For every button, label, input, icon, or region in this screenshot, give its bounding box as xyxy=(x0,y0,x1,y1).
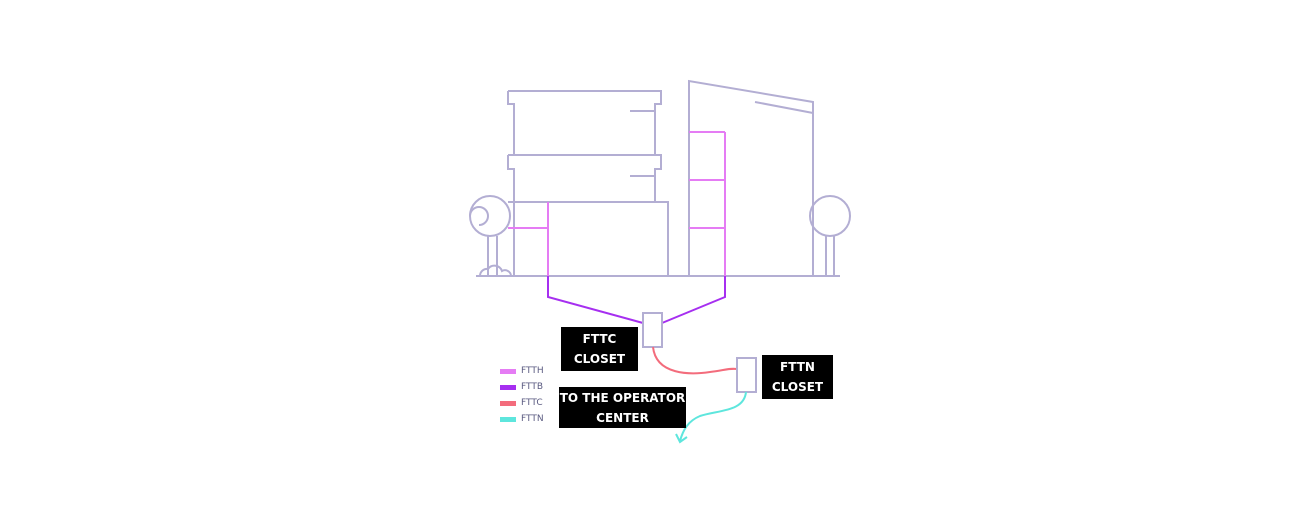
legend-swatch-fttb xyxy=(500,384,516,390)
legend-label-fttn: FTTN xyxy=(521,414,544,424)
fttc-line xyxy=(652,346,738,375)
legend-swatch-ftth xyxy=(500,368,516,374)
operator-center-label: TO THE OPERATOR CENTER xyxy=(559,387,686,428)
tree-icon xyxy=(469,195,511,276)
fttc-closet-box xyxy=(642,312,663,348)
left-building xyxy=(507,90,669,276)
operator-center-label-line1: TO THE OPERATOR xyxy=(559,390,686,405)
operator-center-label-line2: CENTER xyxy=(596,410,649,425)
legend-label-ftth: FTTH xyxy=(521,366,544,376)
legend-swatch-fttn xyxy=(500,416,516,422)
arrow-down-icon xyxy=(675,433,688,444)
legend-label-fttb: FTTB xyxy=(521,382,544,392)
ftth-lines xyxy=(508,131,726,276)
fttn-closet-label-line1: FTTN xyxy=(780,360,815,374)
bush-icon xyxy=(478,264,512,277)
legend-swatch-fttc xyxy=(500,400,516,406)
legend-label-fttc: FTTC xyxy=(521,398,543,408)
fttn-line xyxy=(679,391,747,442)
fttn-closet-label-line2: CLOSET xyxy=(771,380,824,394)
legend-item-fttc: FTTC xyxy=(500,395,544,411)
fttc-closet-label-line1: FTTC xyxy=(582,332,617,346)
legend: FTTH FTTB FTTC FTTN xyxy=(500,363,544,427)
legend-item-fttn: FTTN xyxy=(500,411,544,427)
right-building xyxy=(688,79,814,276)
fttn-closet-label: FTTN CLOSET xyxy=(762,355,833,399)
legend-item-fttb: FTTB xyxy=(500,379,544,395)
fttn-closet-box xyxy=(736,357,757,393)
fttc-closet-label-line2: CLOSET xyxy=(573,352,626,366)
tree-icon xyxy=(809,195,851,276)
fttb-lines xyxy=(547,276,726,324)
fttc-closet-label: FTTC CLOSET xyxy=(561,327,638,371)
legend-item-ftth: FTTH xyxy=(500,363,544,379)
